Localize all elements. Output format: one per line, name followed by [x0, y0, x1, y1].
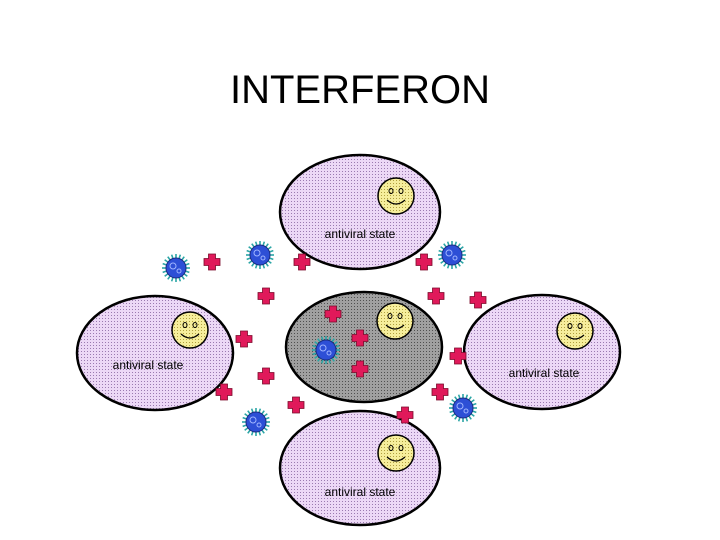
interferon-cross-icon	[257, 367, 275, 385]
interferon-cross-icon	[235, 330, 253, 348]
cell-left: antiviral state	[75, 294, 235, 412]
interferon-cross-icon	[449, 347, 467, 365]
virus-icon	[246, 241, 274, 269]
virus-icon	[162, 254, 190, 282]
cell-top: antiviral state	[278, 153, 442, 271]
slide-title: INTERFERON	[230, 68, 490, 112]
cell-right-label: antiviral state	[509, 366, 580, 380]
cell-left-label: antiviral state	[113, 358, 184, 372]
interferon-cross-icon	[287, 396, 305, 414]
cell-bottom-label: antiviral state	[325, 485, 396, 499]
cell-right: antiviral state	[462, 293, 622, 411]
nucleus-smiley-icon	[377, 177, 415, 215]
interferon-cross-icon	[203, 253, 221, 271]
interferon-cross-icon	[415, 253, 433, 271]
cell-top-label: antiviral state	[325, 227, 396, 241]
infected-cell-center	[284, 290, 444, 404]
nucleus-smiley-icon	[377, 434, 415, 472]
interferon-cross-icon	[293, 253, 311, 271]
interferon-cross-icon	[324, 305, 342, 323]
nucleus-smiley-icon	[376, 302, 414, 340]
virus-icon	[242, 408, 270, 436]
interferon-cross-icon	[257, 287, 275, 305]
interferon-cross-icon	[351, 329, 369, 347]
nucleus-smiley-icon	[556, 312, 594, 350]
interferon-cross-icon	[215, 383, 233, 401]
interferon-cross-icon	[469, 291, 487, 309]
virus-icon	[449, 394, 477, 422]
interferon-cross-icon	[431, 383, 449, 401]
interferon-cross-icon	[427, 287, 445, 305]
virus-icon	[438, 241, 466, 269]
interferon-cross-icon	[396, 406, 414, 424]
cell-bottom: antiviral state	[278, 409, 442, 527]
virus-icon	[312, 336, 340, 364]
interferon-cross-icon	[351, 360, 369, 378]
nucleus-smiley-icon	[171, 311, 209, 349]
